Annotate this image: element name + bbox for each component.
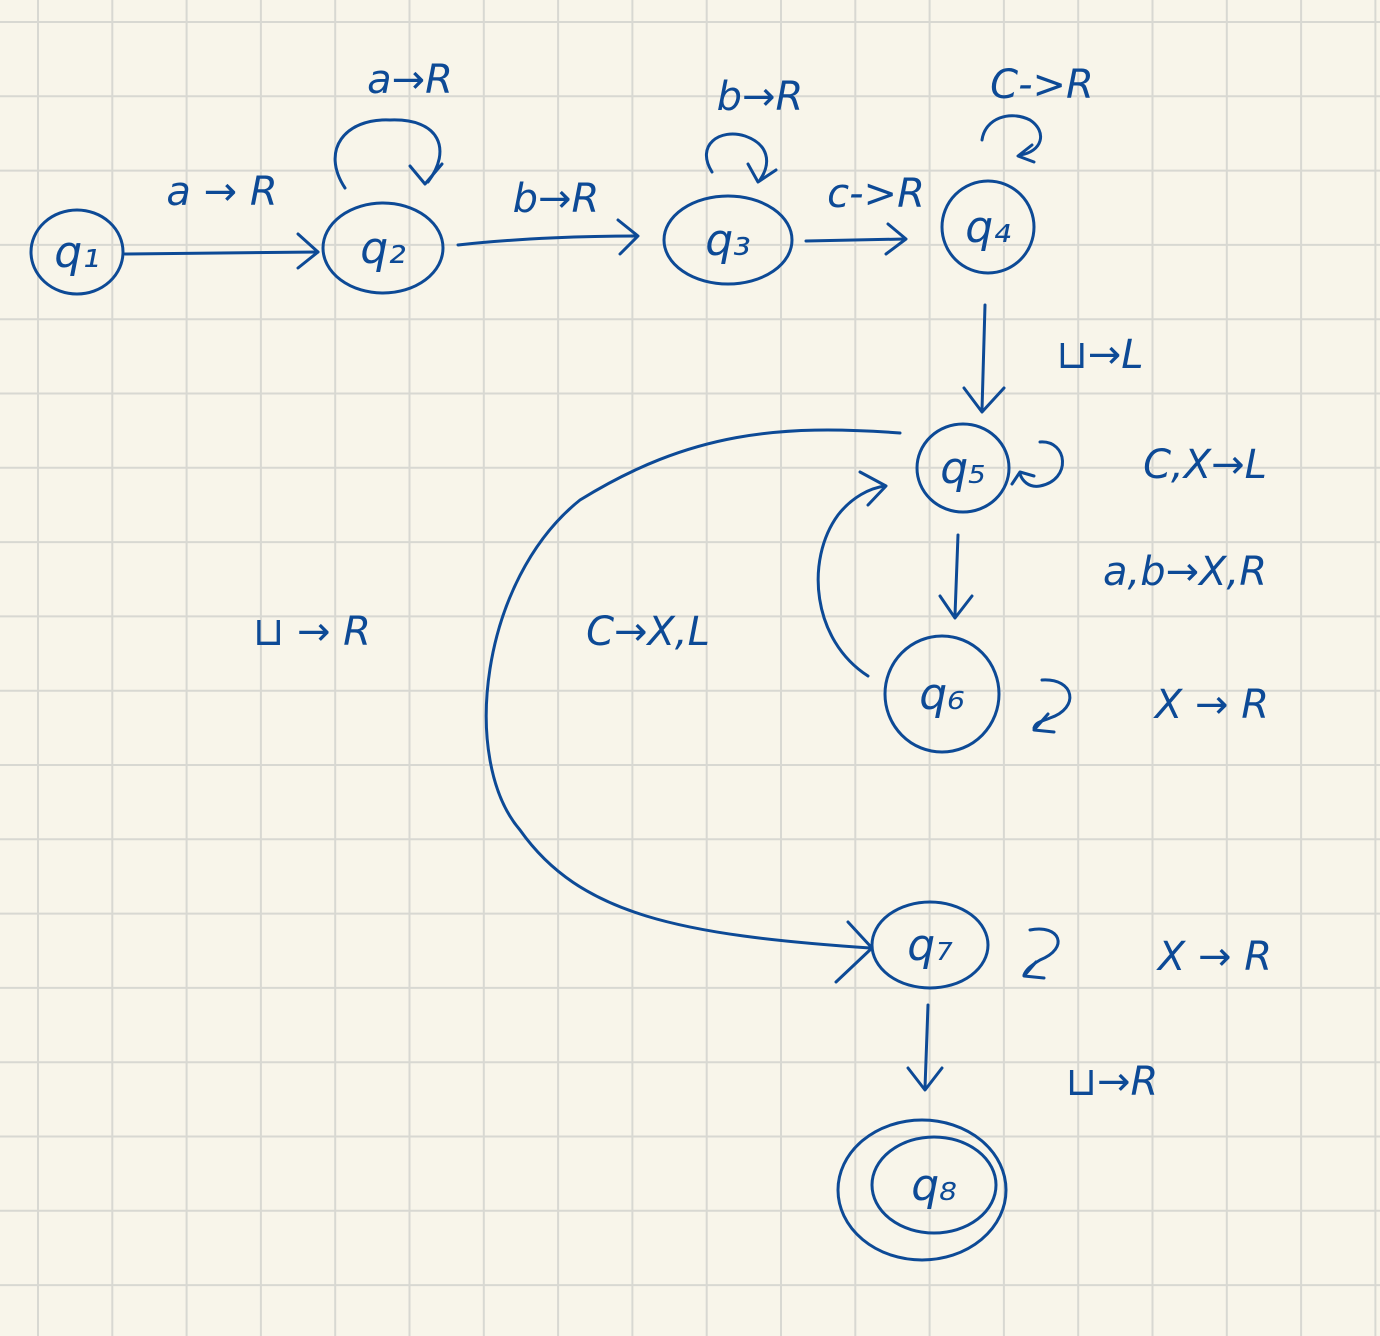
state-q3-label: q₃ bbox=[705, 215, 751, 266]
edge-q5-q6-arrowhead bbox=[938, 594, 974, 620]
edge-q2-q3-label: b→R bbox=[513, 176, 600, 222]
edge-q4-loop-arrowhead bbox=[1016, 143, 1036, 164]
edge-q7-q8: ⊔→R bbox=[906, 1003, 1159, 1105]
edge-q2-loop-label: a→R bbox=[367, 57, 453, 103]
state-q6-label: q₆ bbox=[919, 669, 965, 720]
edge-q6-q5-label: C→X,L bbox=[586, 609, 710, 655]
edge-q4-q5: ⊔→L bbox=[962, 303, 1144, 414]
state-q1-label: q₁ bbox=[54, 227, 100, 278]
edge-q4-loop: C->R bbox=[980, 62, 1094, 164]
edge-q5-q7-arrowhead bbox=[834, 920, 874, 984]
edge-q7-q8-arrowhead bbox=[906, 1066, 944, 1092]
state-q7-label: q₇ bbox=[907, 920, 953, 971]
edge-q3-q4-arrowhead bbox=[884, 222, 908, 256]
edge-q6-q5: C→X,L bbox=[586, 470, 888, 678]
state-q8-label: q₈ bbox=[911, 1160, 957, 1211]
state-q8-inner-circle bbox=[870, 1135, 998, 1235]
diagram-ink: q₁ q₂ q₃ q₄ q₅ q₆ q₇ q₈ bbox=[29, 57, 1272, 1262]
state-q3: q₃ bbox=[662, 194, 794, 286]
edge-q6-loop: X → R bbox=[1032, 678, 1269, 734]
state-q4-label: q₄ bbox=[965, 202, 1011, 253]
edge-q4-q5-label: ⊔→L bbox=[1056, 332, 1143, 378]
edge-q6-q5-arrowhead bbox=[858, 470, 888, 507]
edge-q6-loop-label: X → R bbox=[1153, 682, 1269, 728]
state-q2-circle bbox=[321, 201, 445, 295]
edge-q2-q3-line bbox=[456, 234, 638, 247]
state-q5: q₅ bbox=[915, 422, 1011, 514]
edge-q4-q5-line bbox=[980, 303, 987, 412]
state-q5-circle bbox=[915, 422, 1011, 514]
state-q7: q₇ bbox=[870, 900, 990, 990]
edge-q3-q4: c->R bbox=[804, 171, 925, 256]
edge-q1-q2-label: a → R bbox=[166, 169, 277, 215]
edge-q3-loop-line bbox=[705, 132, 769, 182]
edge-q5-loop: C,X→L bbox=[1010, 440, 1267, 488]
state-q8-accept: q₈ bbox=[836, 1118, 1008, 1262]
edge-q5-q7-label: ⊔ → R bbox=[253, 609, 371, 655]
state-q2-label: q₂ bbox=[360, 223, 406, 274]
state-q4-circle bbox=[940, 179, 1036, 275]
edge-q3-q4-label: c->R bbox=[827, 171, 925, 217]
edge-q5-q6-label: a,b→X,R bbox=[1103, 549, 1267, 595]
state-q1: q₁ bbox=[29, 208, 125, 296]
edge-q5-loop-line bbox=[1018, 440, 1064, 488]
edge-q7-q8-line bbox=[923, 1003, 930, 1090]
edge-q2-q3: b→R bbox=[456, 176, 640, 256]
edge-q7-loop: X → R bbox=[1022, 927, 1272, 980]
state-q3-circle bbox=[662, 194, 794, 286]
state-q2: q₂ bbox=[321, 201, 445, 295]
state-q5-label: q₅ bbox=[940, 443, 986, 494]
edge-q5-q7: ⊔ → R bbox=[253, 428, 902, 984]
edge-q2-loop-arrowhead bbox=[408, 162, 444, 186]
edge-q2-q3-arrowhead bbox=[616, 218, 640, 256]
edge-q7-q8-label: ⊔→R bbox=[1066, 1059, 1159, 1105]
edge-q6-q5-line bbox=[816, 484, 887, 678]
edge-q2-loop: a→R bbox=[333, 57, 453, 190]
state-q1-circle bbox=[29, 208, 125, 296]
edge-q5-q6: a,b→X,R bbox=[938, 533, 1267, 620]
edge-q3-loop-arrowhead bbox=[746, 162, 778, 184]
edge-q7-loop-label: X → R bbox=[1156, 934, 1272, 980]
edge-q4-loop-label: C->R bbox=[990, 62, 1094, 108]
edge-q1-q2-line bbox=[123, 250, 320, 256]
state-q7-circle bbox=[870, 900, 990, 990]
edge-q5-loop-arrowhead bbox=[1010, 470, 1036, 486]
edge-q5-q7-line bbox=[484, 428, 902, 950]
edge-q3-q4-line bbox=[804, 237, 907, 243]
state-q4: q₄ bbox=[940, 179, 1036, 275]
edge-q3-loop-label: b→R bbox=[717, 74, 804, 120]
edge-q7-loop-line bbox=[1022, 927, 1060, 977]
edge-q3-loop: b→R bbox=[705, 74, 804, 184]
edge-q6-loop-arrowhead bbox=[1032, 712, 1056, 734]
edge-q1-q2: a → R bbox=[123, 169, 320, 270]
state-q6-circle bbox=[883, 634, 1001, 754]
state-q6: q₆ bbox=[883, 634, 1001, 754]
edge-q4-q5-arrowhead bbox=[962, 386, 1006, 414]
state-q8-outer-circle bbox=[836, 1118, 1008, 1262]
edge-q2-loop-line bbox=[333, 118, 442, 190]
edge-q6-loop-line bbox=[1032, 678, 1072, 730]
edge-q5-q6-line bbox=[953, 533, 960, 617]
edge-q5-loop-label: C,X→L bbox=[1143, 442, 1267, 488]
edge-q1-q2-arrowhead bbox=[296, 232, 320, 270]
edge-q7-loop-arrowhead bbox=[1022, 960, 1046, 980]
edge-q4-loop-line bbox=[980, 114, 1042, 157]
